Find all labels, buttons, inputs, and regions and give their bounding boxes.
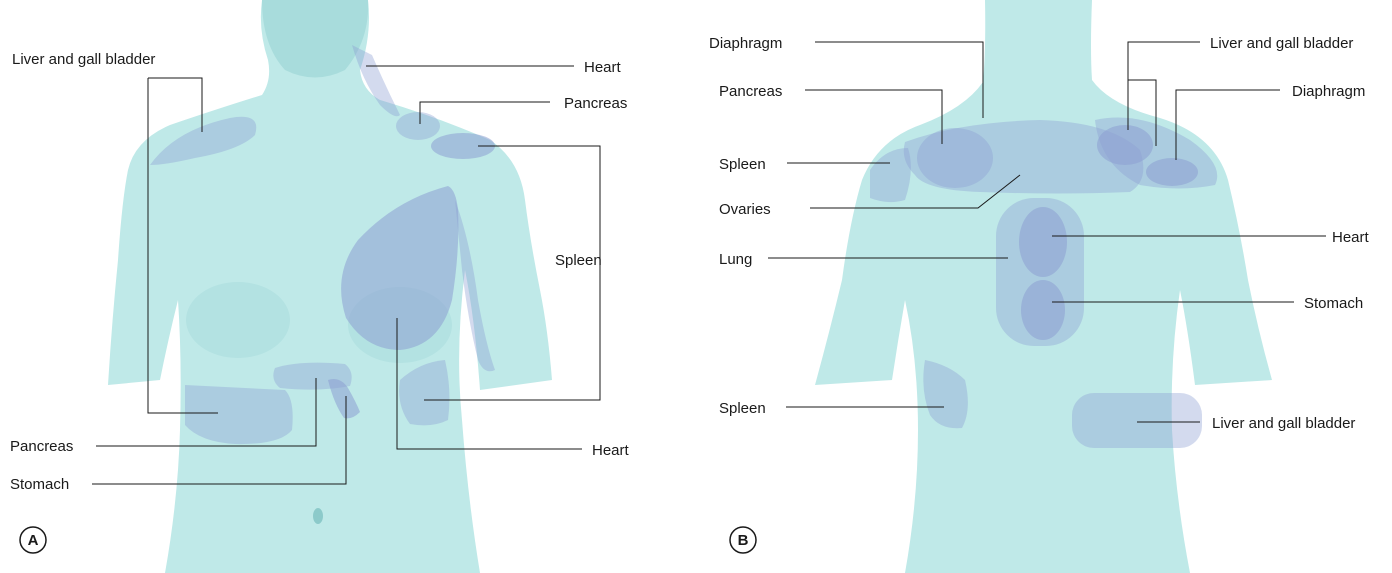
label-a-pancreas-bottom: Pancreas <box>10 438 73 455</box>
label-b-ovaries: Ovaries <box>719 201 771 218</box>
zone-b-stomach <box>1021 280 1065 340</box>
label-b-spleen-top: Spleen <box>719 156 766 173</box>
front-navel <box>313 508 323 524</box>
label-a-pancreas-top: Pancreas <box>564 95 627 112</box>
zone-b-liver-gall-lower <box>1072 393 1202 448</box>
badge-a: A <box>28 532 39 549</box>
label-a-liver-gall: Liver and gall bladder <box>12 51 155 68</box>
label-b-stomach: Stomach <box>1304 295 1363 312</box>
label-a-heart-bottom: Heart <box>592 442 630 459</box>
label-b-pancreas: Pancreas <box>719 83 782 100</box>
label-a-spleen: Spleen <box>555 252 602 269</box>
zone-b-heart <box>1019 207 1067 277</box>
zone-pancreas-shoulder <box>396 112 440 140</box>
badge-b: B <box>738 532 749 549</box>
label-a-heart-top: Heart <box>584 59 622 76</box>
zone-b-pancreas <box>917 128 993 188</box>
label-b-liver-gall-bottom: Liver and gall bladder <box>1212 415 1355 432</box>
label-b-diaphragm-left: Diaphragm <box>709 35 782 52</box>
label-b-lung: Lung <box>719 251 752 268</box>
label-b-liver-gall-top: Liver and gall bladder <box>1210 35 1353 52</box>
front-breast-left <box>186 282 290 358</box>
front-torso-figure <box>108 0 552 573</box>
panel-a: Liver and gall bladder Heart Pancreas Sp… <box>10 0 630 573</box>
label-a-stomach: Stomach <box>10 476 69 493</box>
zone-liver-gall-waist <box>185 385 293 444</box>
zone-b-liver-gall-top <box>1097 125 1153 165</box>
panel-b: Diaphragm Pancreas Spleen Ovaries Lung S… <box>709 0 1370 573</box>
label-b-spleen-bottom: Spleen <box>719 400 766 417</box>
label-b-heart: Heart <box>1332 229 1370 246</box>
zone-b-diaphragm-right <box>1146 158 1198 186</box>
label-b-diaphragm-right: Diaphragm <box>1292 83 1365 100</box>
